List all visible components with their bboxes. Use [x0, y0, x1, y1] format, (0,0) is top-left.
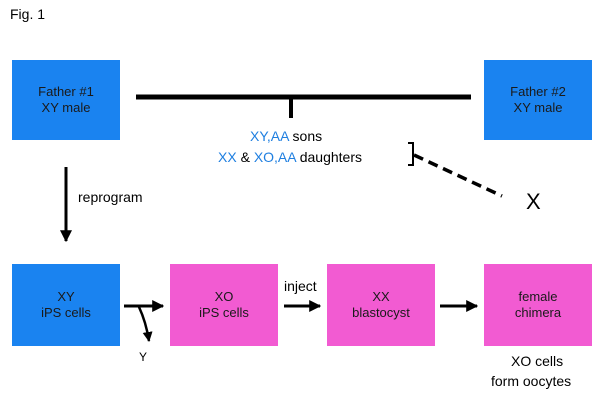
reprogram-label: reprogram [78, 189, 143, 205]
daughters-bracket [408, 142, 414, 166]
result-line-2: form oocytes [491, 373, 572, 389]
daughters-label: XX & XO,AA daughters [218, 149, 362, 165]
y-loss-arrow [137, 306, 153, 342]
xy-ips-box: XY iPS cells [12, 264, 120, 346]
father-1-genotype: XY male [41, 100, 91, 115]
excluded-dashed-line [413, 153, 503, 198]
xo-ips-name: iPS cells [199, 305, 249, 320]
sons-genotype: XY,AA [250, 128, 289, 144]
y-loss-label: Y [139, 350, 148, 364]
xy-ips-name: iPS cells [41, 305, 91, 320]
xx-blastocyst-name: blastocyst [352, 305, 410, 320]
chimera-box: female chimera [484, 264, 592, 346]
xo-ips-genotype: XO [214, 289, 234, 304]
xy-ips-genotype: XY [57, 289, 75, 304]
cross-mark: X [526, 189, 541, 214]
chimera-name: chimera [514, 305, 562, 320]
father-2-box: Father #2 XY male [484, 60, 592, 140]
father-1-box: Father #1 XY male [12, 60, 120, 140]
xo-ips-box: XO iPS cells [170, 264, 278, 346]
daughters-amp: & [236, 149, 254, 165]
inject-label: inject [284, 278, 317, 294]
result-line-1: XO cells [511, 353, 564, 369]
figure-label: Fig. 1 [10, 6, 46, 22]
sons-label: XY,AA sons [250, 128, 322, 144]
chimera-sex: female [518, 289, 558, 304]
daughters-genotype-xx: XX [218, 149, 237, 165]
daughters-word: daughters [295, 149, 363, 165]
father-2-genotype: XY male [513, 100, 563, 115]
daughters-genotype-xo: XO,AA [253, 149, 296, 165]
father-1-name: Father #1 [38, 84, 94, 99]
xx-blastocyst-box: XX blastocyst [327, 264, 435, 346]
sons-word: sons [288, 128, 323, 144]
father-2-name: Father #2 [510, 84, 566, 99]
xx-blastocyst-genotype: XX [372, 289, 390, 304]
